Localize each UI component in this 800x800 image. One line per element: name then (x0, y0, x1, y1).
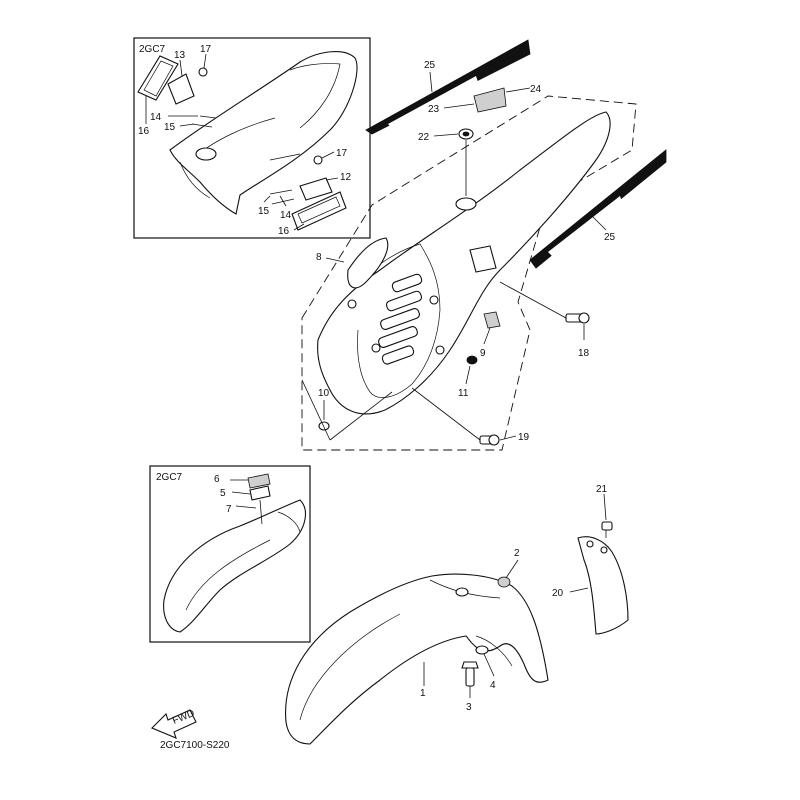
callout-19: 19 (518, 432, 530, 443)
callout-16-bottom: 16 (278, 226, 290, 237)
callouts: 1 2 3 4 5 6 7 8 9 10 11 12 13 14 (138, 44, 616, 713)
callout-21: 21 (596, 484, 608, 495)
callout-24: 24 (530, 84, 542, 95)
callout-15-left: 15 (164, 122, 176, 133)
drawing-code: 2GC7100-S220 (160, 740, 230, 751)
callout-4: 4 (490, 680, 496, 691)
washer-10 (318, 421, 330, 431)
detail-box-front: 2GC7 (149, 465, 311, 643)
front-fender-detail (163, 499, 306, 633)
license-plate-left (137, 55, 179, 101)
graphic-6 (247, 473, 271, 489)
bracket-12 (299, 177, 333, 201)
callout-20: 20 (552, 588, 564, 599)
callout-6: 6 (214, 474, 220, 485)
callout-12: 12 (340, 172, 352, 183)
callout-8: 8 (316, 252, 322, 263)
front-fender (285, 573, 549, 745)
clip-9 (483, 311, 501, 329)
callout-18: 18 (578, 348, 590, 359)
rear-fender-detail (169, 51, 358, 215)
rear-fender-group (301, 95, 637, 451)
detail-box-rear-title: 2GC7 (139, 44, 166, 55)
screw-21 (601, 521, 613, 538)
callout-3: 3 (466, 702, 472, 713)
bolt-3 (461, 661, 479, 687)
callout-22: 22 (418, 132, 430, 143)
callout-14-left: 14 (150, 112, 162, 123)
callout-23: 23 (428, 104, 440, 115)
callout-17-top: 17 (200, 44, 212, 55)
callout-9: 9 (480, 348, 486, 359)
callout-13: 13 (174, 50, 186, 61)
washer-4 (475, 645, 489, 655)
callout-11: 11 (458, 388, 469, 399)
bolt-19 (479, 434, 500, 446)
graphic-5 (249, 485, 271, 501)
callout-16-left: 16 (138, 126, 150, 137)
callout-15-bottom: 15 (258, 206, 270, 217)
decal-25-right (529, 149, 667, 269)
mud-guard-20 (577, 521, 629, 635)
fwd-arrow-icon: FWD (151, 708, 197, 739)
callout-25-top: 25 (424, 60, 436, 71)
callout-14-bottom: 14 (280, 210, 292, 221)
grommet-2 (497, 576, 511, 588)
graphic-24 (473, 87, 507, 113)
bolt-18 (565, 312, 590, 324)
callout-10: 10 (318, 388, 330, 399)
callout-5: 5 (220, 488, 226, 499)
callout-17-middle: 17 (336, 148, 348, 159)
fender-vents (378, 273, 423, 365)
detail-box-rear: 2GC7 (133, 37, 371, 239)
reflector-right (291, 191, 347, 231)
bracket-13 (167, 73, 195, 105)
callout-7: 7 (226, 504, 232, 515)
callout-1: 1 (420, 688, 426, 699)
detail-box-front-title: 2GC7 (156, 472, 183, 483)
decal-25-left (365, 39, 531, 135)
callout-2: 2 (514, 548, 520, 559)
nut-11 (466, 355, 478, 365)
callout-25-right: 25 (604, 232, 616, 243)
